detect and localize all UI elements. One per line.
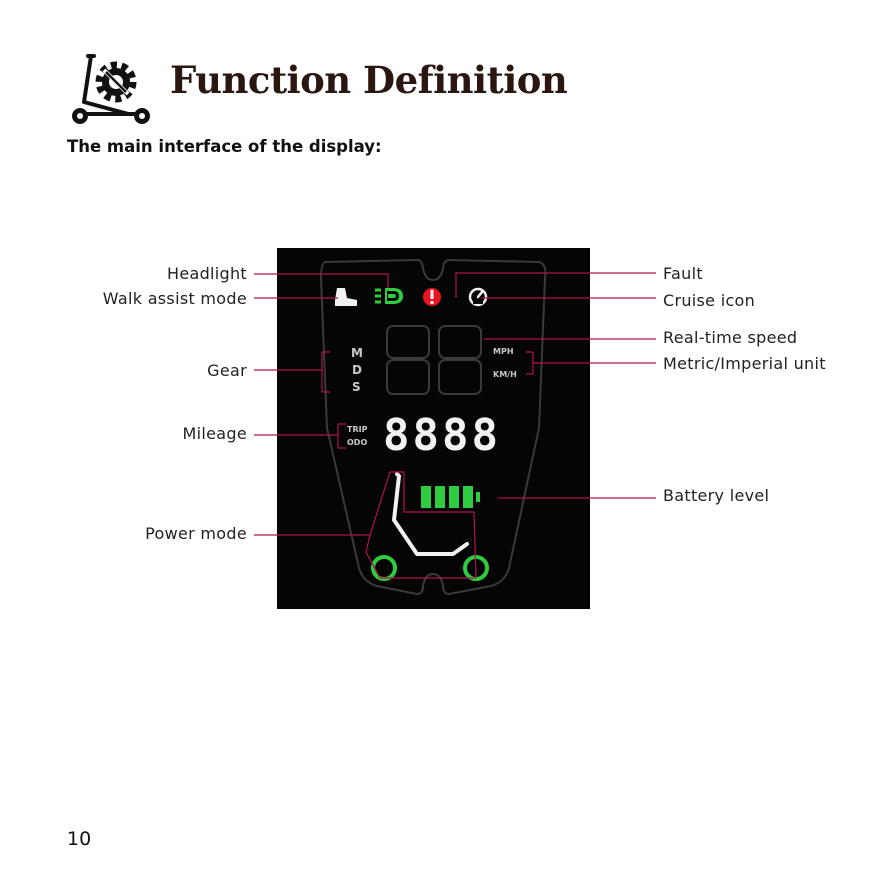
display-graphic: M D S MPH KM/H TRIP ODO 8888 [277, 248, 590, 609]
speed-digits [387, 326, 481, 394]
label-gear: Gear [47, 361, 247, 381]
section-subtitle: The main interface of the display: [67, 137, 382, 156]
label-walk-assist: Walk assist mode [47, 289, 247, 309]
label-mileage: Mileage [47, 424, 247, 444]
fault-icon [423, 288, 441, 306]
mileage-trip: TRIP [347, 425, 368, 434]
headlight-icon [375, 288, 403, 304]
label-headlight: Headlight [47, 264, 247, 284]
display-panel: M D S MPH KM/H TRIP ODO 8888 [277, 248, 590, 609]
label-power-mode: Power mode [47, 524, 247, 544]
label-unit: Metric/Imperial unit [663, 354, 826, 374]
cruise-icon [470, 289, 486, 305]
label-battery: Battery level [663, 486, 769, 506]
mileage-odo: ODO [347, 438, 367, 447]
scooter-gear-icon [66, 50, 156, 130]
battery-level-icon [421, 486, 480, 508]
page-number: 10 [67, 828, 91, 850]
label-cruise: Cruise icon [663, 291, 755, 311]
gear-letter-d: D [352, 363, 362, 377]
gear-letter-s: S [352, 380, 361, 394]
page-title: Function Definition [170, 58, 567, 102]
label-fault: Fault [663, 264, 703, 284]
gear-letter-m: M [351, 346, 363, 360]
walk-assist-icon [335, 288, 357, 306]
unit-mph: MPH [493, 347, 514, 356]
unit-kmh: KM/H [493, 370, 517, 379]
mileage-digits: 8888 [383, 410, 501, 461]
label-speed: Real-time speed [663, 328, 797, 348]
